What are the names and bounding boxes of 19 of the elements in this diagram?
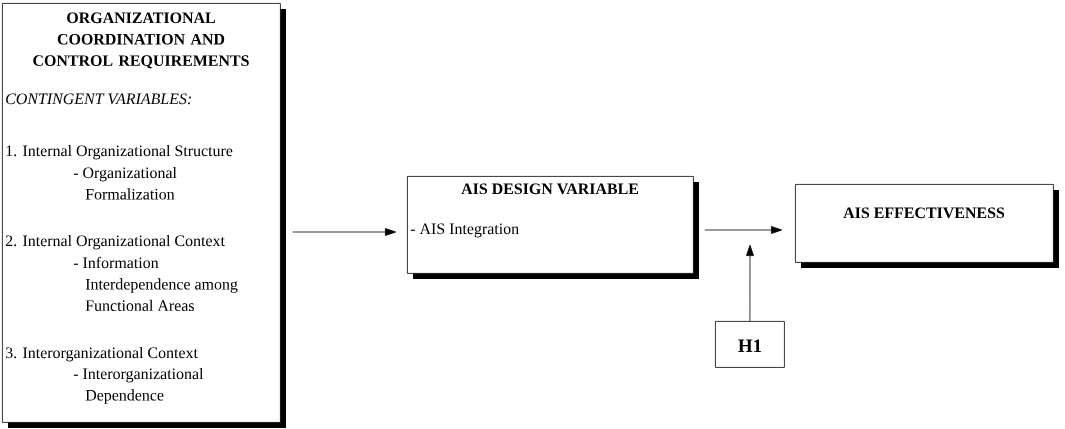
hypothesis-box [715,321,785,368]
list-item: 1. Internal Organizational Structure [6,144,233,160]
design-variable-box [407,176,699,279]
list-item: 2. Internal Organizational Context [5,234,225,250]
arrow [292,228,397,236]
effectiveness-box [795,184,1059,268]
arrow [746,244,754,322]
arrow [704,226,783,234]
section-heading: CONTINGENT VARIABLES: [6,93,191,105]
sub-item: - Information Interdependence among Functional Areas [73,256,238,311]
variables-box [2,3,286,428]
box-heading: AIS DESIGN VARIABLE [461,183,639,195]
list-item: 3. Interorganizational Context [5,346,198,362]
list-item: - AIS Integration [410,223,519,238]
sub-item: - Organizational Formalization [73,166,177,200]
box-label: H1 [738,339,762,352]
box-heading: AIS EFFECTIVENESS [843,207,1005,219]
sub-item: - Interorganizational Dependence [73,367,204,404]
box-heading: ORGANIZATIONAL COORDINATION AND CONTROL REQUIREMENTS [33,12,249,69]
